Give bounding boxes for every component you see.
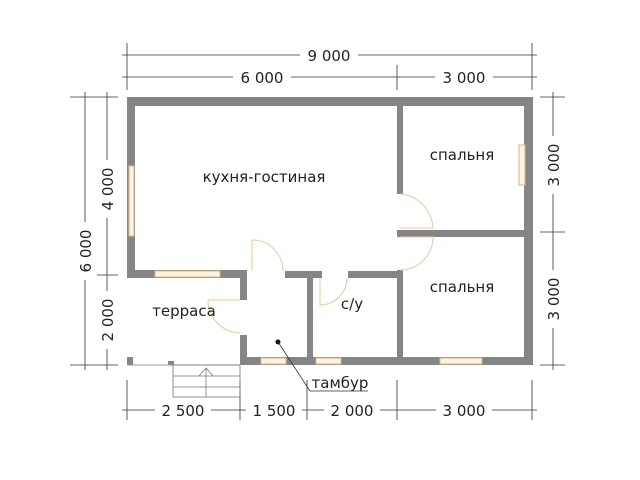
room-bedroom-top: спальня (430, 146, 495, 164)
stairs (172, 364, 241, 398)
window-right (518, 144, 526, 186)
dim-bottom-3: 2 000 (331, 402, 374, 420)
dim-bottom-2: 1 500 (253, 402, 296, 420)
room-bathroom: с/у (341, 295, 363, 313)
door-bedroom-bottom (399, 236, 434, 271)
door-kitchen (251, 239, 284, 272)
dim-top-left: 6 000 (241, 69, 284, 87)
window-terrace (154, 270, 221, 278)
window-vestibule (260, 357, 287, 365)
room-bedroom-bottom: спальня (430, 278, 495, 296)
door-bathroom (319, 277, 348, 306)
dim-left-upper: 4 000 (99, 168, 117, 211)
windows (128, 144, 526, 365)
dim-bottom-4: 3 000 (443, 402, 486, 420)
window-bathroom (315, 357, 342, 365)
room-terrace: терраса (152, 302, 216, 320)
doors (207, 193, 434, 334)
room-vestibule: тамбур (312, 374, 369, 392)
dim-top-right: 3 000 (443, 69, 486, 87)
walls (127, 97, 533, 366)
door-bedroom-top (399, 193, 434, 229)
room-kitchen-living: кухня-гостиная (203, 168, 326, 186)
dim-right-upper: 3 000 (545, 144, 563, 187)
dim-top-total: 9 000 (308, 47, 351, 65)
window-left (128, 165, 135, 237)
dim-bottom-1: 2 500 (162, 402, 205, 420)
dim-left-total: 6 000 (77, 230, 95, 273)
window-bedroom (439, 357, 483, 365)
dim-left-lower: 2 000 (99, 299, 117, 342)
door-terrace (207, 299, 241, 334)
dim-right-lower: 3 000 (545, 278, 563, 321)
dimension-labels: 9 000 6 000 3 000 6 000 4 000 2 000 3 00… (75, 45, 563, 420)
